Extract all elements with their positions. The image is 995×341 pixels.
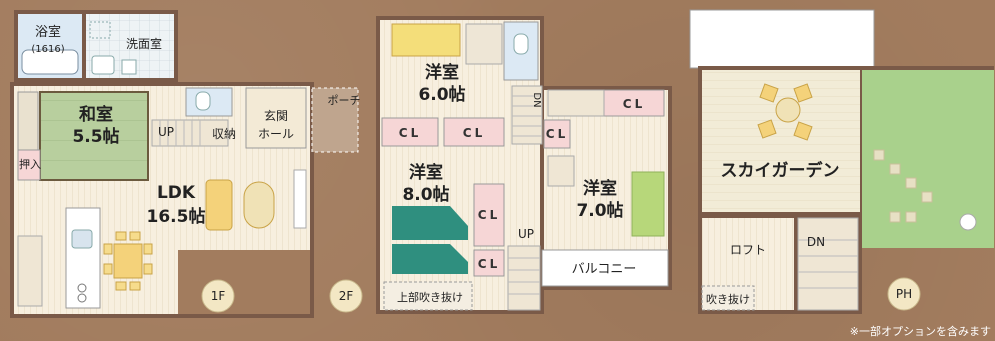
closet-2f-b [443,117,505,147]
dining-chairs [103,231,153,291]
patio-table [775,97,801,123]
badge-ph [887,277,921,311]
closet-2f-f [543,119,571,149]
closet-2f-d [473,249,505,277]
washing-machine [121,59,137,75]
bath-label: 浴室 [35,24,61,40]
patio-chairs [757,83,813,141]
stair-treads-2f [512,95,542,137]
room-c-label: 洋室 [583,178,617,199]
badge-2f [329,279,363,313]
dining-table [113,243,143,279]
bed-room-b-2 [392,244,468,274]
void-2f-label: 上部吹き抜け [397,290,463,304]
closet-2f-c [473,183,505,247]
stair-treads-1f [159,120,201,146]
closet-2f-a-label: CL [399,126,421,140]
bath-size-label: (1616) [31,44,64,55]
sofa [205,179,233,231]
ldk-label: LDK [157,183,196,203]
porch-area [311,87,359,153]
room-b-size-label: 8.0帖 [402,184,449,205]
garden-fixture [959,213,977,231]
laundry-space [89,21,111,39]
bed-room-b-1 [392,206,468,240]
porch-label: ポーチ [328,94,361,107]
kitchen-sink [71,229,93,249]
closet-2f-c-label: CL [478,208,500,222]
bathtub [21,49,79,75]
cooktop-2 [77,293,87,303]
oshiire-label: 押入 [19,157,41,171]
toilet-1f [185,87,233,117]
toilet-fixture-1f [195,91,211,111]
entrance-hall [245,87,307,149]
oshiire-closet [17,149,41,181]
loft-label: ロフト [730,243,766,257]
washbasin [91,55,115,75]
void-2f [383,281,473,311]
stepping-stones [873,149,933,223]
washitsu-room [39,91,149,181]
closet-2f-e [603,89,665,117]
desk-room-a [465,23,503,65]
stair-up-label-1f: UP [158,125,174,139]
stair-treads-2f-up [508,257,540,295]
entrance-label: 玄関 [264,108,288,123]
washitsu-size-label: 5.5帖 [72,126,119,147]
washitsu-alcove [17,91,39,151]
kitchen-counter [65,207,101,309]
cooktop [77,283,87,293]
floor-1f-cutout [178,250,310,314]
sky-garden-deck [702,70,860,212]
closet-2f-d-label: CL [478,257,500,271]
option-footnote: ※一部オプションを含みます [849,325,991,338]
room-a-label: 洋室 [425,62,459,83]
floor-ph: PH スカイガーデン ロフト DN 吹き抜け [689,9,994,314]
tv-board [293,169,307,229]
closet-2f-a [381,117,439,147]
closet-2f-f-label: CL [546,127,568,141]
badge-1f-label: 1F [211,289,226,303]
toilet-fixture-2f [513,33,529,55]
sky-garden-label: スカイガーデン [721,160,840,181]
rooftop-parapet [689,9,875,69]
washitsu-label: 和室 [79,104,113,125]
storage-label: 収納 [212,127,236,141]
stair-down-label-ph: DN [807,235,825,249]
room-b-label: 洋室 [409,162,443,183]
entrance-hall-label: ホール [258,127,294,141]
stair-treads-ph [798,239,858,289]
balcony [541,249,669,287]
ldk-size-label: 16.5帖 [147,206,206,227]
stair-area-1f [151,119,229,147]
stair-down-ph [797,217,859,311]
badge-2f-label: 2F [339,289,354,303]
bed-room-a [391,23,461,57]
balcony-label: バルコニー [572,262,637,277]
stair-down-label-2f: DN [531,92,542,107]
closet-2f-e-label: CL [623,97,645,111]
badge-1f [201,279,235,313]
stair-landing-2f [547,89,605,117]
floor-1f: 1F 浴室 (1616) 洗面室 和室 5.5帖 押入 UP 収納 玄関 ホール… [10,10,361,318]
washroom-label: 洗面室 [126,36,162,51]
void-ph-label: 吹き抜け [706,292,750,306]
living-table [243,181,275,229]
badge-ph-label: PH [896,287,912,301]
stair-up-label-2f: UP [518,227,534,241]
desk-room-c [547,155,575,187]
room-c-size-label: 7.0帖 [576,200,623,221]
pantry [17,235,43,307]
floor-2f: 2F 洋室 6.0帖 洋室 8.0帖 洋室 7.0帖 CL CL CL CL C… [329,16,672,314]
void-ph [701,285,755,311]
room-a-size-label: 6.0帖 [418,84,465,105]
stair-up-2f [507,245,541,311]
closet-2f-b-label: CL [463,126,485,140]
bed-room-c [631,171,665,237]
